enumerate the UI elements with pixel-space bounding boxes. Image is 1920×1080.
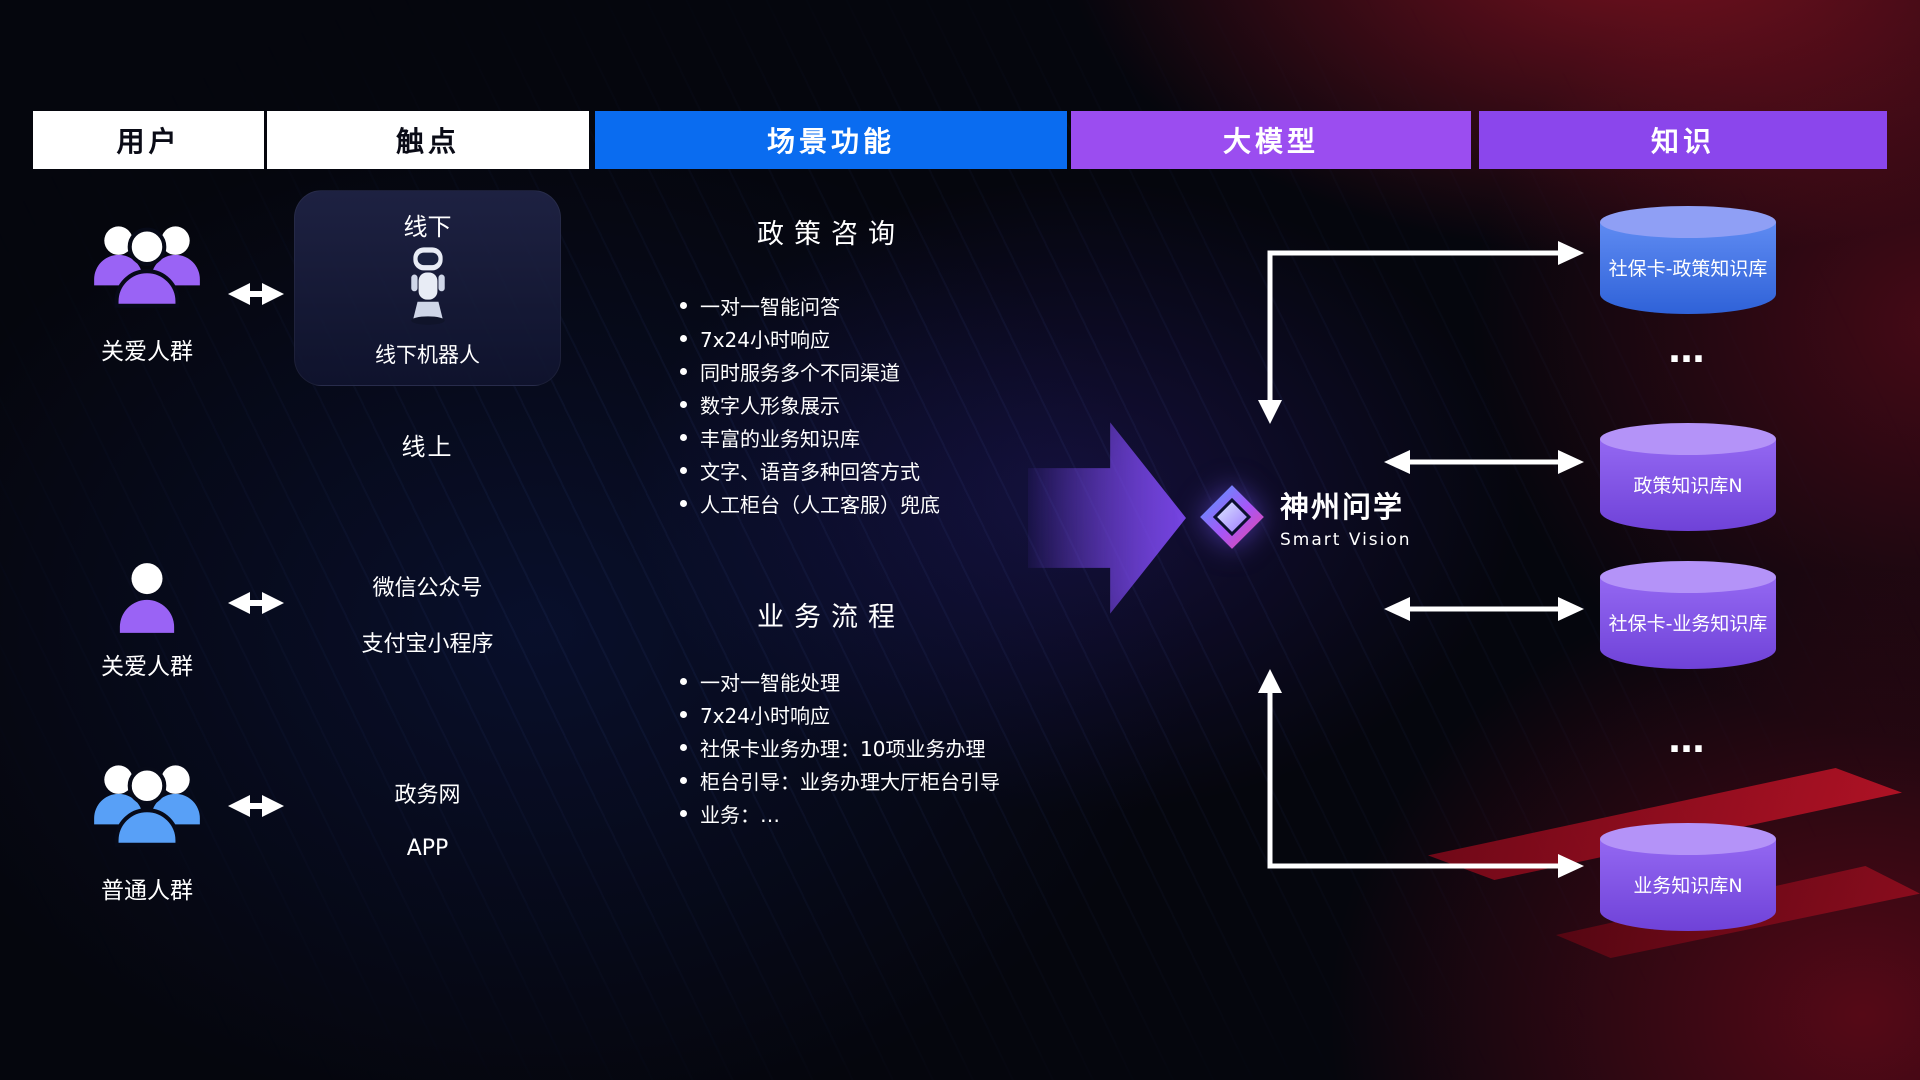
user-label-3: 普通人群 bbox=[101, 878, 193, 904]
people-group-blue-icon bbox=[94, 765, 200, 847]
header-model: 大模型 bbox=[1071, 111, 1471, 169]
bullet-dot-icon bbox=[680, 810, 687, 817]
header-touchpoint: 触点 bbox=[267, 111, 589, 169]
bullet-item: 7x24小时响应 bbox=[680, 322, 1100, 355]
cylinder-top bbox=[1600, 423, 1776, 455]
offline-title: 线下 bbox=[403, 213, 452, 241]
bullet-item: 社保卡业务办理：10项业务办理 bbox=[680, 731, 1100, 764]
bullet-text: 业务：… bbox=[700, 803, 780, 827]
smart-vision-logo: 神州问学 Smart Vision bbox=[1198, 483, 1412, 551]
person-purple-icon bbox=[119, 563, 175, 633]
bullet-text: 同时服务多个不同渠道 bbox=[700, 361, 900, 385]
bullet-item: 一对一智能问答 bbox=[680, 289, 1100, 322]
bullet-dot-icon bbox=[680, 467, 687, 474]
header-scenario: 场景功能 bbox=[595, 111, 1067, 169]
kb-cylinder-business-n: 业务知识库N bbox=[1600, 823, 1776, 931]
kb-label: 社保卡-政策知识库 bbox=[1608, 258, 1768, 281]
model-subtitle: Smart Vision bbox=[1280, 530, 1412, 550]
bullet-text: 丰富的业务知识库 bbox=[700, 427, 860, 451]
channel-wechat: 微信公众号 bbox=[372, 576, 483, 601]
bullet-item: 数字人形象展示 bbox=[680, 388, 1100, 421]
bullet-item: 文字、语音多种回答方式 bbox=[680, 454, 1100, 487]
bullet-text: 柜台引导：业务办理大厅柜台引导 bbox=[700, 770, 1000, 794]
user-label-1: 关爱人群 bbox=[101, 339, 193, 365]
bullet-text: 一对一智能问答 bbox=[700, 295, 840, 319]
bullet-dot-icon bbox=[680, 401, 687, 408]
bullet-dot-icon bbox=[680, 711, 687, 718]
channel-alipay: 支付宝小程序 bbox=[361, 632, 494, 657]
offline-robot-card: 线下 线下机器人 bbox=[294, 190, 561, 386]
bullet-dot-icon bbox=[680, 302, 687, 309]
kb-cylinder-socialcard-policy: 社保卡-政策知识库 bbox=[1600, 206, 1776, 314]
kb-label: 政策知识库N bbox=[1633, 475, 1743, 498]
robot-icon bbox=[410, 247, 445, 325]
kb-label: 业务知识库N bbox=[1633, 875, 1743, 898]
user-single-care bbox=[116, 557, 178, 635]
bullet-dot-icon bbox=[680, 434, 687, 441]
bullet-dot-icon bbox=[680, 335, 687, 342]
bullet-dot-icon bbox=[680, 368, 687, 375]
bullet-text: 社保卡业务办理：10项业务办理 bbox=[700, 737, 986, 761]
policy-bullet-list: 一对一智能问答 7x24小时响应 同时服务多个不同渠道 数字人形象展示 丰富的业… bbox=[680, 289, 1100, 520]
cylinder-top bbox=[1600, 206, 1776, 238]
bullet-item: 同时服务多个不同渠道 bbox=[680, 355, 1100, 388]
kb-cylinder-policy-n: 政策知识库N bbox=[1600, 423, 1776, 531]
kb-label: 社保卡-业务知识库 bbox=[1608, 613, 1768, 636]
kb-cylinder-socialcard-business: 社保卡-业务知识库 bbox=[1600, 561, 1776, 669]
kb-ellipsis-2: … bbox=[1668, 720, 1708, 761]
people-group-purple-icon bbox=[94, 226, 200, 308]
bullet-text: 人工柜台（人工客服）兜底 bbox=[700, 493, 940, 517]
channel-gov: 政务网 bbox=[394, 783, 461, 808]
section-title-policy: 政策咨询 bbox=[757, 219, 905, 250]
section-title-business: 业务流程 bbox=[757, 602, 905, 633]
header-knowledge: 知识 bbox=[1479, 111, 1887, 169]
kb-ellipsis-1: … bbox=[1668, 330, 1708, 371]
bullet-text: 文字、语音多种回答方式 bbox=[700, 460, 920, 484]
online-title: 线上 bbox=[401, 433, 454, 461]
bullet-item: 业务：… bbox=[680, 797, 1100, 830]
business-bullet-list: 一对一智能处理 7x24小时响应 社保卡业务办理：10项业务办理 柜台引导：业务… bbox=[680, 665, 1100, 830]
bullet-dot-icon bbox=[680, 500, 687, 507]
bullet-item: 柜台引导：业务办理大厅柜台引导 bbox=[680, 764, 1100, 797]
user-label-2: 关爱人群 bbox=[101, 654, 193, 680]
bullet-item: 丰富的业务知识库 bbox=[680, 421, 1100, 454]
bullet-text: 7x24小时响应 bbox=[700, 704, 831, 728]
gem-icon bbox=[1200, 485, 1264, 549]
bullet-item: 一对一智能处理 bbox=[680, 665, 1100, 698]
channel-app: APP bbox=[406, 836, 449, 861]
bullet-text: 7x24小时响应 bbox=[700, 328, 831, 352]
header-user: 用户 bbox=[33, 111, 264, 169]
bullet-dot-icon bbox=[680, 678, 687, 685]
user-group-care-1 bbox=[86, 214, 208, 308]
model-name: 神州问学 bbox=[1280, 490, 1405, 524]
bullet-text: 数字人形象展示 bbox=[700, 394, 840, 418]
cylinder-top bbox=[1600, 561, 1776, 593]
user-group-general bbox=[86, 753, 208, 847]
bullet-item: 人工柜台（人工客服）兜底 bbox=[680, 487, 1100, 520]
bullet-text: 一对一智能处理 bbox=[700, 671, 840, 695]
bullet-dot-icon bbox=[680, 777, 687, 784]
cylinder-top bbox=[1600, 823, 1776, 855]
bullet-item: 7x24小时响应 bbox=[680, 698, 1100, 731]
bullet-dot-icon bbox=[680, 744, 687, 751]
offline-robot-label: 线下机器人 bbox=[375, 343, 480, 367]
